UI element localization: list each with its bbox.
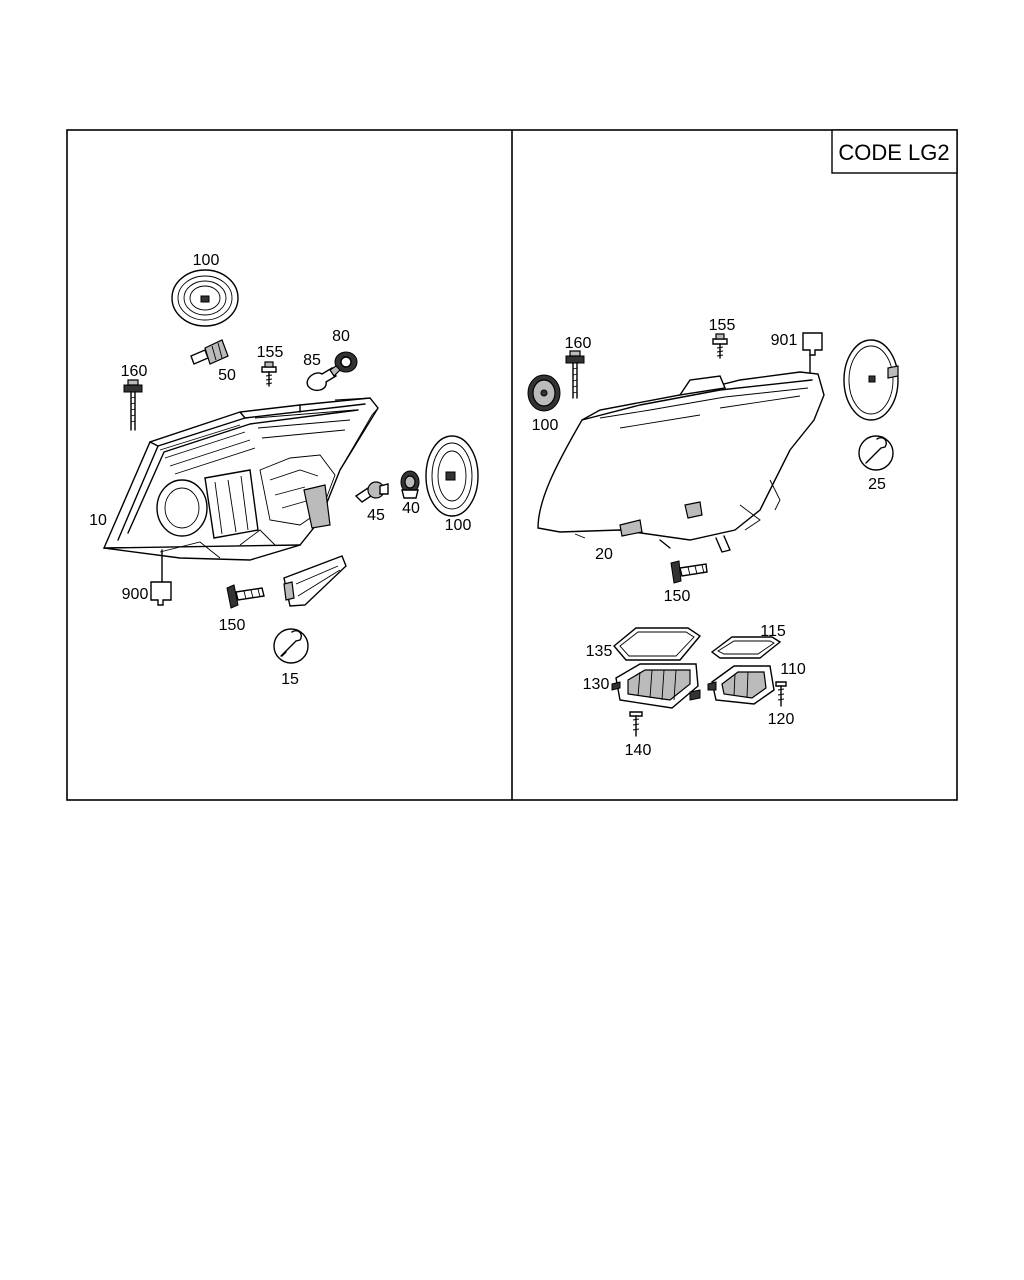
part-155-screw — [261, 361, 277, 387]
label-40: 40 — [402, 500, 420, 517]
label-45: 45 — [367, 507, 385, 524]
part-20-headlamp — [537, 371, 825, 553]
label-120: 120 — [768, 711, 795, 728]
code-label: CODE LG2 — [838, 140, 949, 165]
part-40-socket — [400, 470, 420, 499]
part-100-cap-right-panel — [527, 374, 561, 412]
wrench-icon-25 — [858, 435, 894, 471]
label-901: 901 — [771, 332, 798, 349]
part-130-module — [611, 663, 701, 709]
part-100-cap-top — [171, 269, 239, 327]
part-15-bracket — [283, 555, 347, 607]
label-135: 135 — [586, 643, 613, 660]
label-50: 50 — [218, 367, 236, 384]
label-155-right: 155 — [709, 317, 736, 334]
part-155-screw-right — [712, 333, 728, 359]
part-115-seal — [710, 636, 782, 659]
label-85: 85 — [303, 352, 321, 369]
part-10-headlamp — [102, 397, 379, 561]
part-25-gasket — [843, 339, 899, 421]
part-135-seal — [613, 627, 702, 661]
part-80-socket — [329, 351, 358, 377]
label-900: 900 — [122, 586, 149, 603]
label-150-left: 150 — [219, 617, 246, 634]
part-45-socket — [354, 481, 389, 503]
part-160-bolt — [123, 379, 143, 431]
label-25: 25 — [868, 476, 886, 493]
part-160-bolt-right — [565, 350, 585, 399]
label-140: 140 — [625, 742, 652, 759]
part-50-bulb — [190, 339, 229, 365]
label-160-right: 160 — [565, 335, 592, 352]
part-110-module — [707, 665, 775, 705]
part-140-screw — [629, 711, 643, 737]
label-115: 115 — [760, 623, 786, 640]
label-10: 10 — [89, 512, 107, 529]
label-15: 15 — [281, 671, 299, 688]
part-900-connector — [150, 549, 172, 606]
label-160-left: 160 — [121, 363, 148, 380]
part-120-screw — [775, 681, 787, 707]
label-100-top: 100 — [193, 252, 220, 269]
wrench-icon-15 — [273, 628, 309, 664]
label-110: 110 — [780, 661, 806, 678]
part-901-connector — [802, 332, 823, 373]
label-100-right: 100 — [445, 517, 472, 534]
code-box — [831, 129, 958, 174]
part-150-bolt-right — [670, 560, 708, 584]
label-155-left: 155 — [257, 344, 284, 361]
part-100-cap-right — [425, 435, 479, 517]
label-100-right-panel: 100 — [532, 417, 559, 434]
label-150-right: 150 — [664, 588, 691, 605]
label-130: 130 — [583, 676, 610, 693]
label-80: 80 — [332, 328, 350, 345]
label-20: 20 — [595, 546, 613, 563]
part-150-bolt-left — [226, 584, 265, 609]
